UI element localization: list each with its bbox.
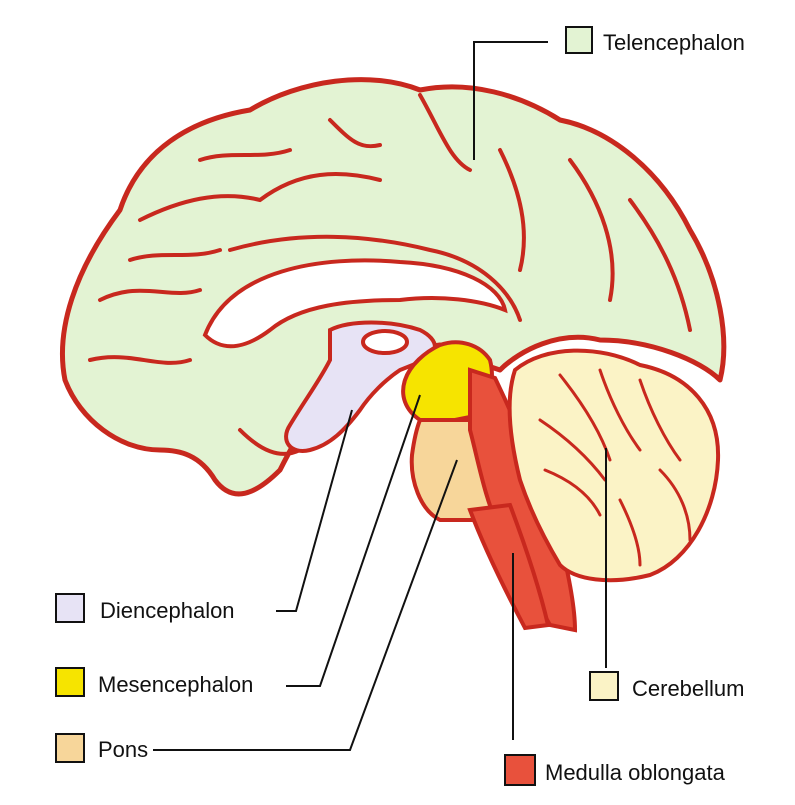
legend-label-mesencephalon: Mesencephalon (98, 672, 253, 697)
legend-label-telencephalon: Telencephalon (603, 30, 745, 55)
legend-label-cerebellum: Cerebellum (632, 676, 745, 701)
legend-swatch-medulla (505, 755, 535, 785)
legend-label-diencephalon: Diencephalon (100, 598, 235, 623)
legend-label-pons: Pons (98, 737, 148, 762)
legend-swatch-telencephalon (566, 27, 592, 53)
legend-swatch-mesencephalon (56, 668, 84, 696)
legend-swatch-cerebellum (590, 672, 618, 700)
thalamus-hole (363, 331, 407, 353)
legend-label-medulla: Medulla oblongata (545, 760, 726, 785)
legend-swatch-diencephalon (56, 594, 84, 622)
legend-swatch-pons (56, 734, 84, 762)
